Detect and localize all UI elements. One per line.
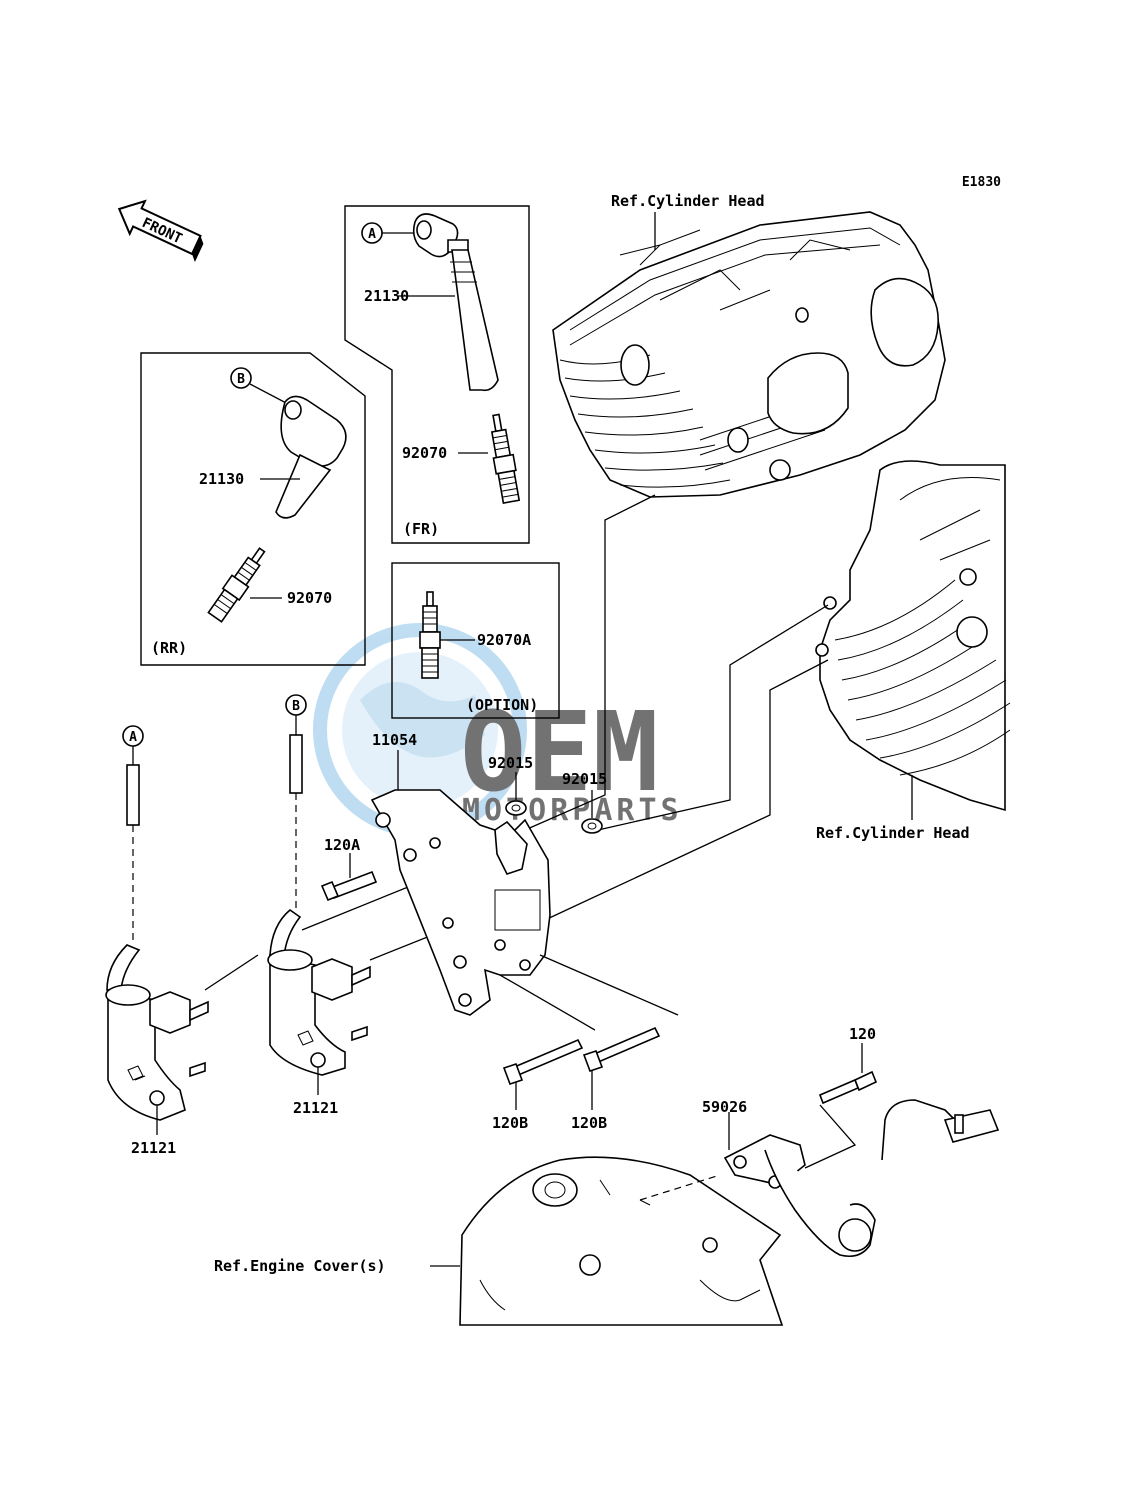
cylinder-head-top: Ref.Cylinder Head bbox=[552, 192, 946, 498]
ignition-coil-middle bbox=[267, 949, 371, 1076]
engine-cover bbox=[459, 1156, 784, 1326]
label-21121-left: 21121 bbox=[131, 1139, 176, 1157]
connector-b-label-rr: B bbox=[237, 372, 245, 387]
spark-plug-fr bbox=[490, 413, 521, 504]
bolt-120b-2 bbox=[582, 1026, 661, 1073]
label-11054: 11054 bbox=[372, 731, 417, 749]
group-rr-label: (RR) bbox=[151, 639, 187, 657]
group-option-label: (OPTION) bbox=[466, 696, 538, 714]
label-21130-fr: 21130 bbox=[364, 287, 409, 305]
label-21130-rr: 21130 bbox=[199, 470, 244, 488]
connector-b-label-lead: B bbox=[292, 699, 300, 714]
lead-a: A bbox=[106, 725, 144, 991]
bolt-120 bbox=[818, 1070, 878, 1105]
label-120b-1: 120B bbox=[492, 1114, 528, 1132]
label-92070-rr: 92070 bbox=[287, 589, 332, 607]
label-120b-2: 120B bbox=[571, 1114, 607, 1132]
collar-1 bbox=[505, 800, 527, 816]
group-fr-label: (FR) bbox=[403, 520, 439, 538]
group-rr: B 21130 92070 (RR) bbox=[140, 352, 366, 666]
label-120a: 120A bbox=[324, 836, 360, 854]
label-59026: 59026 bbox=[702, 1098, 747, 1116]
bracket bbox=[370, 789, 551, 1016]
ignition-coil-left bbox=[105, 984, 209, 1121]
label-92070-fr: 92070 bbox=[402, 444, 447, 462]
group-fr: A 21130 92070 (FR) bbox=[344, 205, 530, 544]
watermark-motorparts-text: MOTORPARTS bbox=[462, 793, 683, 828]
ref-engine-cover: Ref.Engine Cover(s) bbox=[214, 1257, 386, 1275]
bolt-120a bbox=[320, 870, 378, 902]
collar-2 bbox=[581, 818, 603, 834]
front-arrow-icon: FRONT bbox=[117, 199, 204, 262]
label-92015-a: 92015 bbox=[488, 754, 533, 772]
label-120: 120 bbox=[849, 1025, 876, 1043]
label-21121-middle: 21121 bbox=[293, 1099, 338, 1117]
lead-b: B bbox=[269, 694, 307, 958]
group-option: 92070A (OPTION) bbox=[391, 562, 560, 719]
ref-cylinder-head-right: Ref.Cylinder Head bbox=[816, 824, 970, 842]
ref-cylinder-head-top: Ref.Cylinder Head bbox=[611, 192, 765, 210]
bolt-120b-1 bbox=[502, 1038, 584, 1086]
spark-plug-option bbox=[419, 591, 441, 679]
sensor bbox=[723, 1099, 1000, 1258]
spark-plug-rr bbox=[207, 547, 266, 623]
connector-a-label-lead: A bbox=[129, 730, 137, 745]
plug-cap-rr bbox=[275, 395, 347, 519]
label-92070a: 92070A bbox=[477, 631, 531, 649]
label-92015-b: 92015 bbox=[562, 770, 607, 788]
connector-a-label-fr: A bbox=[368, 227, 376, 242]
connector-b-marker-rr bbox=[230, 367, 252, 389]
plug-cap-fr bbox=[412, 213, 499, 392]
cylinder-head-right: Ref.Cylinder Head bbox=[815, 460, 1011, 842]
diagram-code: E1830 bbox=[962, 175, 1001, 190]
